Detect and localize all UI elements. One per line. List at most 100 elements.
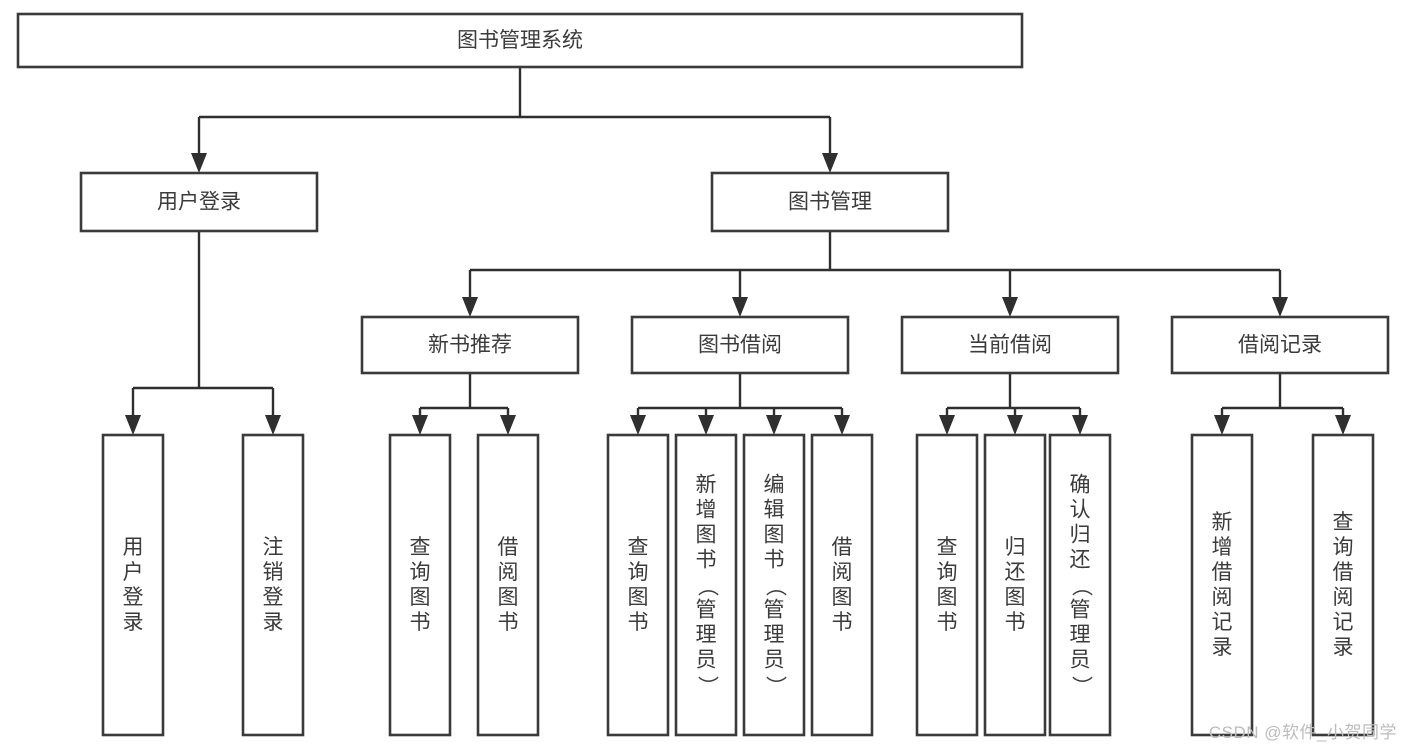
node-借阅记录[interactable]: 借阅记录 — [1170, 315, 1390, 375]
node-新增图书管理员-label-char: 图 — [696, 524, 717, 547]
node-注销登录-label-char: 销 — [263, 561, 284, 584]
node-查询图书-label-char: 书 — [937, 611, 958, 634]
current-borrow-leaves-arrow-1 — [1007, 415, 1023, 435]
node-图书借阅-box[interactable] — [630, 315, 850, 375]
borrow-book-leaves-arrow-3 — [834, 415, 850, 435]
node-查询借阅记录-label-char: 询 — [1333, 536, 1354, 559]
node-借阅记录-label: 借阅记录 — [1238, 334, 1322, 357]
new-book-leaves-arrow-1 — [500, 415, 516, 435]
node-查询图书-label-char: 查 — [410, 536, 431, 559]
borrow-record-leaves-arrow-1 — [1335, 415, 1351, 435]
node-归还图书-label-char: 图 — [1005, 586, 1026, 609]
node-新增图书管理员-label-char: 书 — [696, 549, 717, 572]
node-注销登录-label-char: 注 — [263, 536, 284, 559]
node-查询图书-label-char: 图 — [937, 586, 958, 609]
node-查询图书-label-char: 图 — [628, 586, 649, 609]
current-borrow-leaves-arrow-0 — [939, 415, 955, 435]
node-用户登录-label: 用户登录 — [157, 191, 241, 214]
root-to-level2-arrow-0 — [191, 153, 207, 173]
node-用户登录-label-char: 户 — [123, 561, 144, 584]
node-查询借阅记录-label-char: 查 — [1333, 511, 1354, 534]
node-新增借阅记录-label-char: 录 — [1212, 636, 1233, 659]
node-查询图书-label-char: 查 — [628, 536, 649, 559]
node-借阅图书-label-char: 借 — [832, 536, 853, 559]
node-用户登录-box[interactable] — [101, 433, 165, 737]
node-确认归还管理员-label-char: （ — [1069, 576, 1092, 597]
node-查询图书-box[interactable] — [606, 433, 670, 737]
node-编辑图书管理员-label-char: 员 — [764, 649, 785, 672]
node-用户登录-label-char: 用 — [123, 536, 144, 559]
node-注销登录-label-char: 登 — [263, 586, 284, 609]
node-当前借阅[interactable]: 当前借阅 — [900, 315, 1120, 375]
node-当前借阅-box[interactable] — [900, 315, 1120, 375]
node-确认归还管理员-box[interactable] — [1048, 433, 1112, 737]
node-新增图书管理员-label-char: 理 — [696, 624, 717, 647]
node-借阅记录-box[interactable] — [1170, 315, 1390, 375]
node-新书推荐-box[interactable] — [360, 315, 580, 375]
node-注销登录-label-char: 录 — [263, 611, 284, 634]
node-新书推荐-label: 新书推荐 — [428, 334, 512, 357]
node-编辑图书管理员-label-char: 辑 — [764, 499, 785, 522]
node-借阅图书-box[interactable] — [810, 433, 874, 737]
node-新书推荐[interactable]: 新书推荐 — [360, 315, 580, 375]
book-mgmt-to-level3-arrow-1 — [732, 297, 748, 317]
node-注销登录-box[interactable] — [241, 433, 305, 737]
node-查询图书-box[interactable] — [915, 433, 979, 737]
node-编辑图书管理员-label-char: 管 — [764, 599, 785, 622]
node-编辑图书管理员-label-char: 理 — [764, 624, 785, 647]
node-图书管理-label: 图书管理 — [788, 191, 872, 214]
node-新增借阅记录-label-char: 增 — [1212, 536, 1233, 559]
node-借阅图书-label-char: 图 — [832, 586, 853, 609]
node-图书管理-box[interactable] — [710, 171, 950, 233]
node-借阅图书-label-char: 书 — [498, 611, 519, 634]
node-新增图书管理员-label-char: 增 — [696, 499, 717, 522]
node-借阅图书-label-char: 阅 — [498, 561, 519, 584]
user-login-leaves-arrow-1 — [265, 415, 281, 435]
node-查询图书-label-char: 查 — [937, 536, 958, 559]
node-图书管理系统[interactable]: 图书管理系统 — [16, 12, 1024, 69]
node-查询借阅记录-box[interactable] — [1311, 433, 1375, 737]
node-查询图书-label-char: 书 — [628, 611, 649, 634]
node-图书管理[interactable]: 图书管理 — [710, 171, 950, 233]
node-查询图书-label-char: 询 — [937, 561, 958, 584]
node-编辑图书管理员-label-char: 书 — [764, 549, 785, 572]
node-查询图书-label-char: 询 — [410, 561, 431, 584]
node-查询借阅记录-label-char: 录 — [1333, 636, 1354, 659]
node-用户登录[interactable]: 用户登录 — [79, 171, 319, 233]
nodes-layer: 图书管理系统用户登录图书管理新书推荐图书借阅当前借阅借阅记录用户登录注销登录查询… — [16, 12, 1390, 737]
node-当前借阅-label: 当前借阅 — [968, 334, 1052, 357]
node-查询图书-box[interactable] — [388, 433, 452, 737]
node-用户登录-box[interactable] — [79, 171, 319, 233]
node-查询借阅记录-label-char: 借 — [1333, 561, 1354, 584]
book-mgmt-to-level3-arrow-3 — [1272, 297, 1288, 317]
node-确认归还管理员-label-char: 员 — [1070, 649, 1091, 672]
node-确认归还管理员-label-char: 确 — [1070, 474, 1091, 497]
node-图书借阅[interactable]: 图书借阅 — [630, 315, 850, 375]
node-查询图书-label-char: 询 — [628, 561, 649, 584]
node-查询借阅记录-label-char: 记 — [1333, 611, 1354, 634]
user-login-leaves-arrow-0 — [125, 415, 141, 435]
node-借阅图书-box[interactable] — [476, 433, 540, 737]
book-mgmt-to-level3-arrow-2 — [1002, 297, 1018, 317]
node-新增借阅记录-box[interactable] — [1190, 433, 1254, 737]
new-book-leaves-arrow-0 — [412, 415, 428, 435]
node-归还图书-box[interactable] — [983, 433, 1047, 737]
node-编辑图书管理员-box[interactable] — [742, 433, 806, 737]
node-用户登录[interactable]: 用户登录 — [101, 433, 165, 737]
node-图书管理系统-box[interactable] — [16, 12, 1024, 69]
node-新增图书管理员-box[interactable] — [674, 433, 738, 737]
node-用户登录-label-char: 录 — [123, 611, 144, 634]
